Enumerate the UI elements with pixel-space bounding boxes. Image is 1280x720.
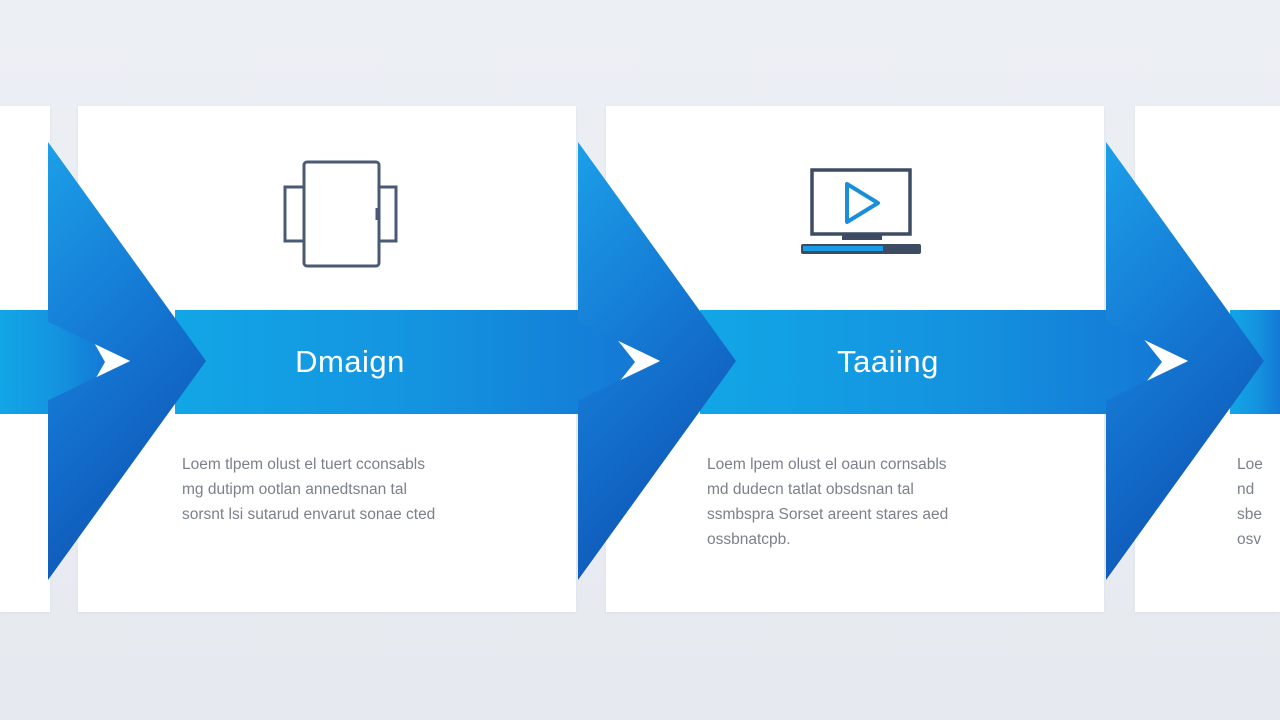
step-description-design: Loem tlpem olust el tuert cconsabls mg d… [182, 456, 436, 523]
step-title-design: Dmaign [295, 344, 405, 379]
tablet-icon [283, 160, 398, 268]
step-band-design [175, 310, 635, 414]
step-title-training: Taaiing [837, 344, 939, 379]
step-description-next: Loe nd sbe osv [1237, 456, 1263, 548]
laptop-play-icon [801, 168, 921, 254]
step-description-training: Loem lpem olust el oaun cornsabls md dud… [707, 456, 949, 548]
step-band-training [700, 310, 1162, 414]
